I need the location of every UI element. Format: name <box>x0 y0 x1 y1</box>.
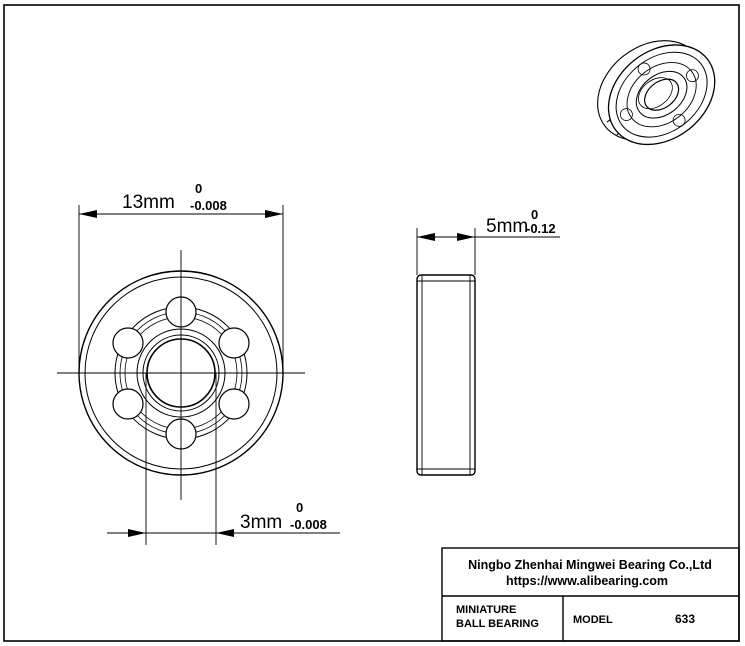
company-name: Ningbo Zhenhai Mingwei Bearing Co.,Ltd <box>468 558 712 572</box>
bore-value: 3mm <box>240 512 282 533</box>
bore-upper-tol: 0 <box>296 500 303 515</box>
ball <box>112 388 144 420</box>
iso-ball <box>620 108 633 121</box>
bore-lower-tol: -0.008 <box>290 517 327 532</box>
iso-inner-ring <box>635 70 688 119</box>
iso-bore-back <box>638 77 673 110</box>
ball <box>112 327 144 359</box>
outer-diameter-dimension <box>78 205 284 373</box>
arrow-left <box>128 529 146 537</box>
arrow-left <box>79 210 97 218</box>
width-upper-tol: 0 <box>531 207 538 222</box>
side-view <box>416 274 476 476</box>
outer-diameter-lower-tol: -0.008 <box>190 198 227 213</box>
iso-ball <box>672 113 686 127</box>
iso-ball <box>637 62 651 76</box>
drawing-border <box>3 4 740 642</box>
side-outline <box>416 274 476 476</box>
arrow-right <box>265 210 283 218</box>
title-block-frame <box>441 547 740 642</box>
model-label: MODEL <box>573 614 613 626</box>
ball <box>218 388 250 420</box>
product-type-line2: BALL BEARING <box>456 618 539 630</box>
iso-ball <box>686 69 699 83</box>
company-website: https://www.alibearing.com <box>506 574 668 588</box>
bore-dimension <box>107 373 340 545</box>
width-value: 5mm <box>486 216 528 237</box>
front-view <box>57 250 305 500</box>
iso-front-face <box>607 44 716 146</box>
iso-bore <box>644 78 680 111</box>
ball <box>218 327 250 359</box>
arrow-right <box>216 529 234 537</box>
outer-diameter-value: 13mm <box>122 192 175 213</box>
model-value: 633 <box>675 612 695 626</box>
width-dimension <box>416 228 560 275</box>
outer-diameter-upper-tol: 0 <box>195 181 202 196</box>
width-lower-tol: -0.12 <box>526 221 556 236</box>
arrow-left <box>417 233 435 241</box>
balls <box>112 296 250 450</box>
arrow-right <box>457 233 475 241</box>
title-block <box>441 547 740 642</box>
product-type-line1: MINIATURE <box>456 604 516 616</box>
isometric-view <box>597 40 716 146</box>
